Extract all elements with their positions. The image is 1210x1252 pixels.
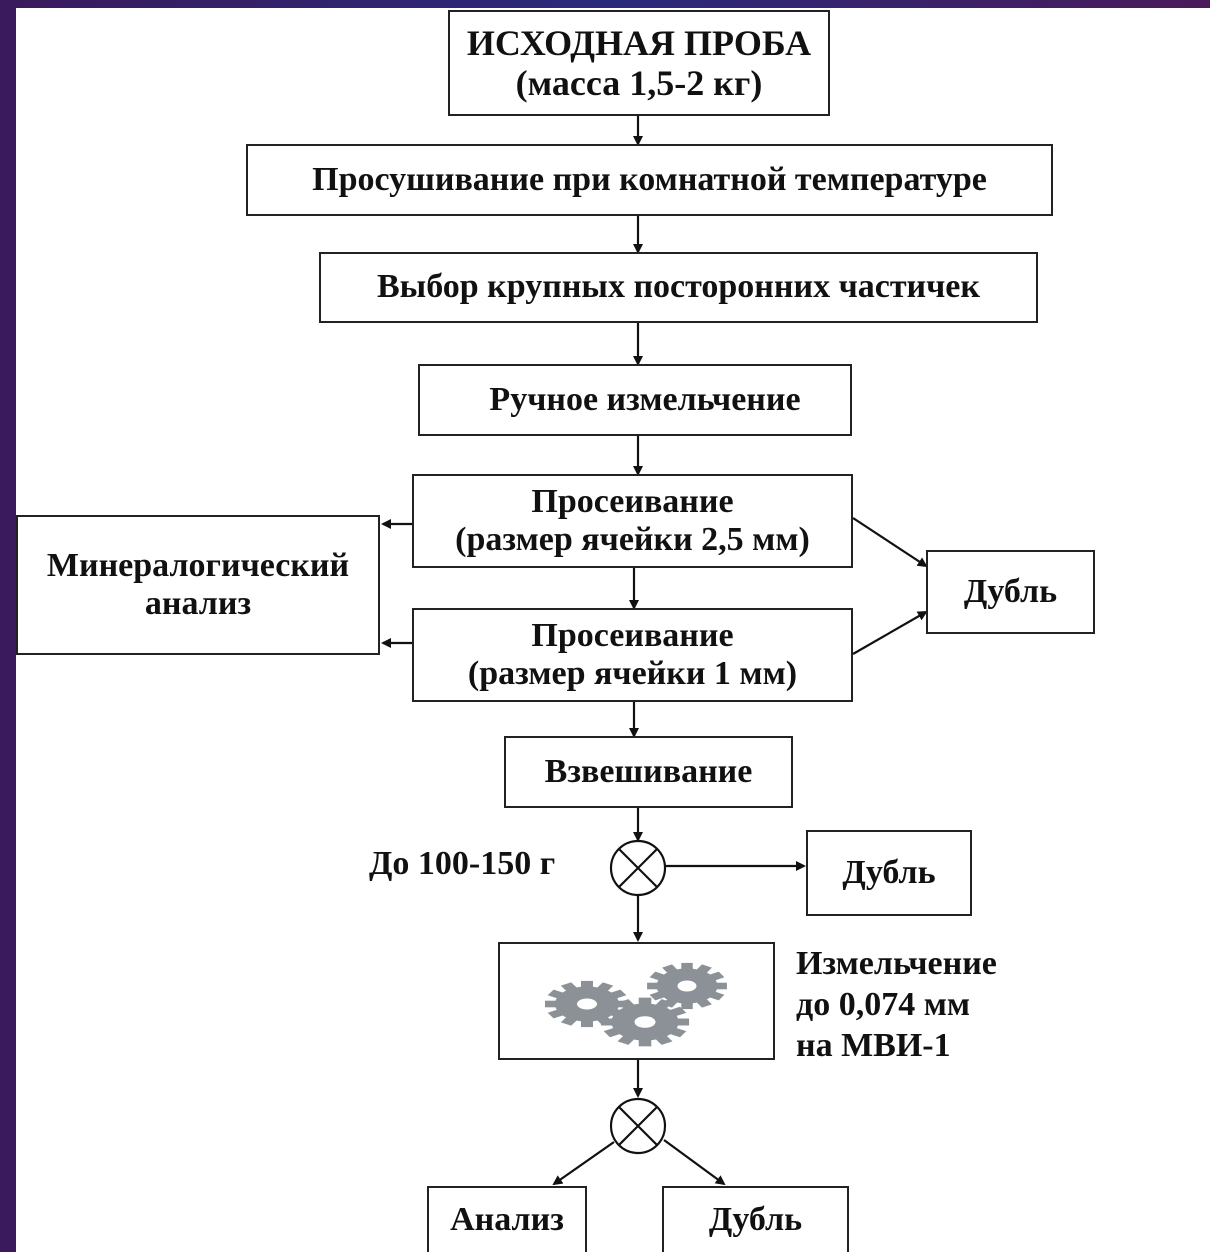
grinding-line-3: на МВИ-1	[796, 1026, 951, 1064]
sieving-1-box: Просеивание (размер ячейки 2,5 мм)	[412, 474, 853, 568]
sieving-2-title: Просеивание	[531, 616, 734, 654]
weighing-box: Взвешивание	[504, 736, 793, 808]
gears-icon	[544, 962, 727, 1047]
grinding-machine-box	[498, 942, 775, 1060]
grinding-line-2: до 0,074 мм	[796, 985, 971, 1023]
split-amount-label: До 100-150 г	[369, 845, 556, 882]
splitter-2-cross-b	[618, 1106, 658, 1146]
arrow-sieving1-to-duplicate	[852, 517, 928, 568]
analysis-label: Анализ	[450, 1200, 564, 1238]
weighing-label: Взвешивание	[544, 752, 753, 790]
mineralogical-analysis-box: Минералогический анализ	[16, 515, 380, 655]
drying-label: Просушивание при комнатной температуре	[312, 160, 987, 198]
duplicate-right-box: Дубль	[926, 550, 1095, 634]
grinding-line-1: Измельчение	[796, 945, 997, 982]
manual-grinding-box: Ручное измельчение	[418, 364, 852, 436]
initial-sample-mass: (масса 1,5-2 кг)	[515, 63, 763, 103]
manual-grinding-label: Ручное измельчение	[489, 380, 801, 418]
mineralogical-title: Минералогический	[46, 546, 350, 584]
sieving-2-box: Просеивание (размер ячейки 1 мм)	[412, 608, 853, 702]
selection-label: Выбор крупных посторонних частичек	[377, 268, 980, 306]
duplicate-bottom-box: Дубль	[662, 1186, 849, 1252]
selection-box: Выбор крупных посторонних частичек	[319, 252, 1038, 323]
duplicate-bottom-label: Дубль	[708, 1200, 803, 1238]
drying-box: Просушивание при комнатной температуре	[246, 144, 1053, 216]
analysis-box: Анализ	[427, 1186, 587, 1252]
sieving-1-mesh: (размер ячейки 2,5 мм)	[455, 521, 810, 558]
splitter-1-cross-b	[618, 848, 658, 888]
arrow-sieving2-to-duplicate	[852, 611, 928, 655]
duplicate-mid-box: Дубль	[806, 830, 972, 916]
sieving-1-title: Просеивание	[531, 482, 734, 520]
sieving-2-mesh: (размер ячейки 1 мм)	[467, 655, 798, 692]
arrow-splitter2-to-analysis	[552, 1141, 615, 1186]
arrow-splitter2-to-duplicate	[663, 1139, 726, 1186]
initial-sample-box: ИСХОДНАЯ ПРОБА (масса 1,5-2 кг)	[448, 10, 830, 116]
mineralogical-subtitle: анализ	[144, 585, 252, 622]
grinding-description: Измельчение до 0,074 мм на МВИ-1	[796, 944, 997, 1066]
duplicate-mid-label: Дубль	[842, 853, 936, 891]
initial-sample-title: ИСХОДНАЯ ПРОБА	[466, 22, 812, 63]
duplicate-right-label: Дубль	[963, 572, 1058, 610]
